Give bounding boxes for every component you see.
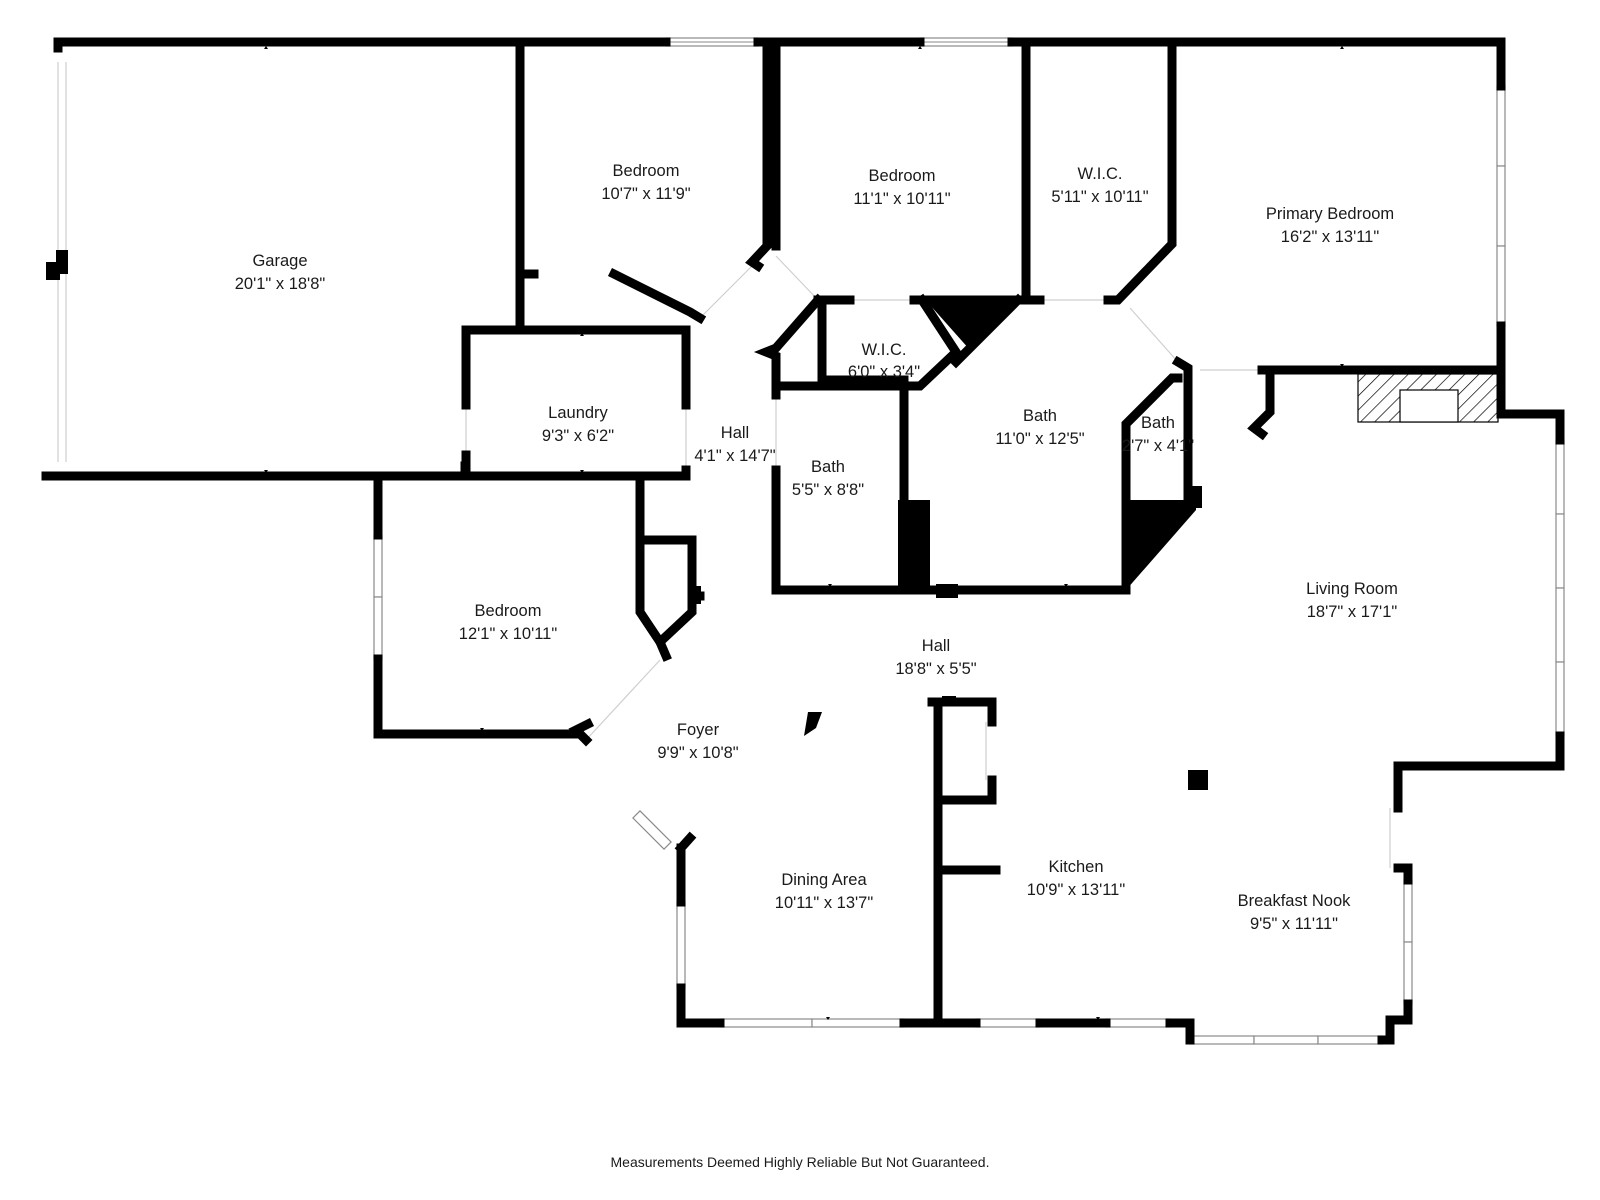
window: [1496, 85, 1506, 167]
window: [1403, 879, 1413, 943]
room-dims-primary-bedroom: 16'2" x 13'11": [1281, 228, 1380, 246]
window: [1189, 1035, 1255, 1045]
walls: [41, 37, 1565, 1045]
room-name-primary-bedroom: Primary Bedroom: [1266, 205, 1394, 223]
room-dims-dining-area: 10'11" x 13'7": [775, 894, 874, 912]
room-dims-wic-1: 5'11" x 10'11": [1051, 188, 1148, 206]
window: [1496, 165, 1506, 247]
room-name-bath-3: Bath: [1141, 414, 1175, 432]
room-name-hall-2: Hall: [922, 637, 950, 655]
window: [373, 596, 383, 660]
room-name-laundry: Laundry: [548, 404, 608, 422]
room-name-foyer: Foyer: [677, 721, 720, 739]
window: [1253, 1035, 1319, 1045]
room-name-wic-2: W.I.C.: [862, 341, 907, 359]
room-dims-wic-2: 6'0" x 3'4": [848, 363, 920, 381]
room-dims-bath-3: 2'7" x 4'1": [1122, 437, 1194, 455]
room-name-garage: Garage: [252, 252, 307, 270]
window: [1555, 661, 1565, 737]
room-name-bedroom-2: Bedroom: [869, 167, 936, 185]
window: [1105, 1018, 1171, 1028]
disclaimer: Measurements Deemed Highly Reliable But …: [611, 1154, 990, 1170]
room-dims-laundry: 9'3" x 6'2": [542, 427, 614, 445]
room-dims-bedroom-2: 11'1" x 10'11": [853, 190, 950, 208]
window: [1555, 513, 1565, 589]
room-name-hall-1: Hall: [721, 424, 749, 442]
room-dims-breakfast-nook: 9'5" x 11'11": [1250, 915, 1338, 933]
room-name-kitchen: Kitchen: [1048, 858, 1103, 876]
window: [373, 534, 383, 598]
room-dims-hall-2: 18'8" x 5'5": [895, 660, 976, 678]
window: [1317, 1035, 1383, 1045]
room-dims-foyer: 9'9" x 10'8": [657, 744, 738, 762]
room-dims-living-room: 18'7" x 17'1": [1307, 603, 1398, 621]
room-dims-bath-2: 11'0" x 12'5": [995, 430, 1084, 448]
room-dims-bedroom-1: 10'7" x 11'9": [601, 185, 690, 203]
room-labels: Garage 20'1" x 18'8" Bedroom 10'7" x 11'…: [235, 162, 1398, 933]
window: [1555, 439, 1565, 515]
room-name-living-room: Living Room: [1306, 580, 1398, 598]
room-dims-kitchen: 10'9" x 13'11": [1027, 881, 1126, 899]
room-dims-bedroom-3: 12'1" x 10'11": [459, 625, 558, 643]
window: [1496, 245, 1506, 327]
room-name-bedroom-1: Bedroom: [613, 162, 680, 180]
room-dims-bath-1: 5'5" x 8'8": [792, 481, 864, 499]
window: [719, 1018, 813, 1028]
room-name-dining-area: Dining Area: [781, 871, 867, 889]
room-dims-garage: 20'1" x 18'8": [235, 275, 326, 293]
window: [676, 901, 686, 989]
room-name-bedroom-3: Bedroom: [475, 602, 542, 620]
window: [811, 1018, 905, 1028]
room-dims-hall-1: 4'1" x 14'7": [694, 447, 775, 465]
entry-door: [632, 810, 672, 850]
window: [1403, 941, 1413, 1005]
room-name-breakfast-nook: Breakfast Nook: [1238, 892, 1352, 910]
window: [975, 1018, 1041, 1028]
room-name-bath-1: Bath: [811, 458, 845, 476]
room-name-bath-2: Bath: [1023, 407, 1057, 425]
dimension-ticks: [264, 46, 1344, 1020]
room-name-wic-1: W.I.C.: [1078, 165, 1123, 183]
window: [1555, 587, 1565, 663]
